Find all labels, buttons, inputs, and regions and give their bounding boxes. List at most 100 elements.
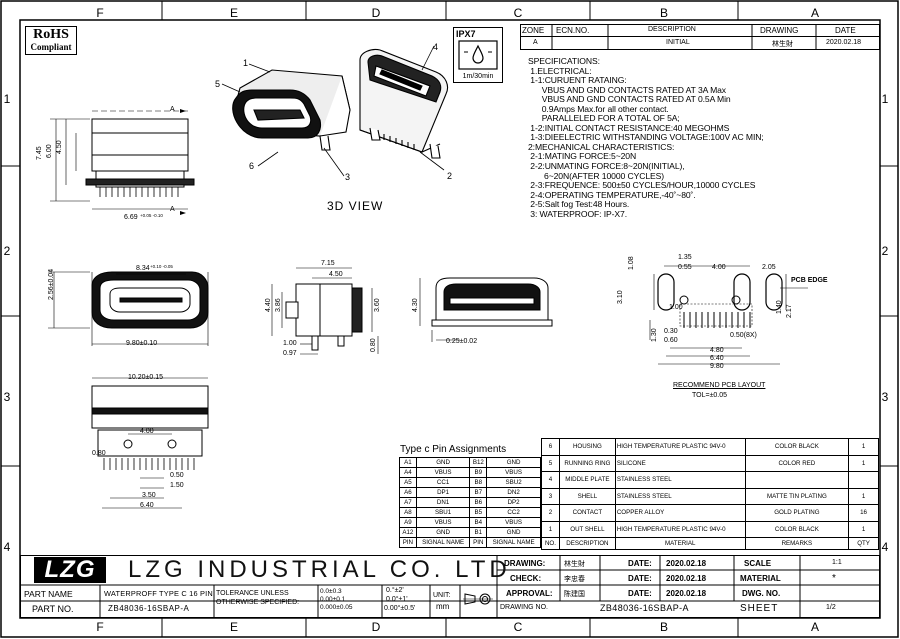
bom-cell: HIGH TEMPERATURE PLASTIC 94V-0 xyxy=(614,520,746,538)
rev-header-ecn: ECN.NO. xyxy=(556,26,590,35)
dim-side-b2: 0.97 xyxy=(283,350,297,357)
bom-cell: SHELL xyxy=(558,487,616,505)
bom-cell: 6 xyxy=(541,438,560,456)
dim-front-width: 6.69 xyxy=(124,214,138,221)
part-no-label: PART NO. xyxy=(32,604,74,614)
zone-col-a: A xyxy=(810,6,819,20)
view-label: 3D VIEW xyxy=(327,199,384,213)
bom-cell: MIDDLE PLATE xyxy=(558,471,616,489)
pin-cell: B1 xyxy=(469,527,488,538)
pcb-dim-14: 9.80 xyxy=(710,363,724,370)
zone-col-e: E xyxy=(229,6,238,20)
spec-line: 2-1:MATING FORCE:5~20N xyxy=(528,151,637,162)
pin-cell: VBUS xyxy=(486,517,541,528)
scale-value: 1:1 xyxy=(832,559,842,566)
spec-line: 1.ELECTRICAL: xyxy=(528,65,592,76)
pin-cell: B5 xyxy=(469,507,488,518)
bom-cell: 3 xyxy=(541,487,560,505)
zone-row-3-right: 3 xyxy=(881,390,889,404)
dim-front-height-mid: 6.00 xyxy=(46,144,53,158)
zone-row-4-right: 4 xyxy=(881,540,889,554)
dim-side-len: 7.15 xyxy=(321,260,335,267)
pcb-dim-13: 6.40 xyxy=(710,355,724,362)
bom-cell: 1 xyxy=(848,520,879,538)
dim-top-pitch: 4.00 xyxy=(140,428,154,435)
check-label: CHECK: xyxy=(510,574,542,583)
pin-cell: CC2 xyxy=(486,507,541,518)
dim-front-height-inner: 4.50 xyxy=(56,140,63,154)
bom-cell: STAINLESS STEEL xyxy=(614,471,746,489)
bom-cell: 1 xyxy=(848,454,879,472)
bom-cell: SILICONE xyxy=(614,454,746,472)
bom-cell: 2 xyxy=(541,504,560,522)
pin-header-cell: PIN xyxy=(469,537,488,548)
dim-body-width: 9.80±0.10 xyxy=(126,340,158,347)
callout-2: 2 xyxy=(447,171,453,181)
bom-cell: 16 xyxy=(848,504,879,522)
pin-cell: B6 xyxy=(469,497,488,508)
spec-line: 3: WATERPROOF: IP-X7. xyxy=(528,208,628,219)
spec-line: 0.9Amps Max.for all other contact. xyxy=(528,103,669,114)
spec-line: 2:MECHANICAL CHARACTERISTICS: xyxy=(528,141,675,152)
opening-view xyxy=(48,271,209,346)
pcb-dim-6: 3.10 xyxy=(617,290,624,304)
ipx-code: IPX7 xyxy=(456,29,476,39)
dim-side-h1: 4.40 xyxy=(265,298,272,312)
bom-cell: OUT SHELL xyxy=(558,520,616,538)
bom-cell: MATTE TIN PLATING xyxy=(744,487,850,505)
pin-header-cell: PIN xyxy=(399,537,417,548)
pcb-dim-5: 1.08 xyxy=(628,256,635,270)
bom-cell: COLOR BLACK xyxy=(744,438,850,456)
tolerance-3: 0.000±0.05 xyxy=(320,604,353,611)
zone-col-d-bottom: D xyxy=(371,620,381,634)
pin-cell: B9 xyxy=(469,467,488,478)
pcb-dim-10: 1.30 xyxy=(651,328,658,342)
front-elevation-view xyxy=(50,109,195,215)
dim-side-b3: 0.80 xyxy=(370,338,377,352)
zone-row-1: 1 xyxy=(3,92,11,106)
dim-side-h2: 3.86 xyxy=(275,298,282,312)
date-3: 2020.02.18 xyxy=(666,589,707,598)
dim-opening-height: 2.56±0.04 xyxy=(48,268,55,300)
pin-cell: SBU1 xyxy=(415,507,471,518)
dim-rear-b: 0.25±0.02 xyxy=(446,338,478,345)
spec-line: SPECIFICATIONS: xyxy=(528,56,600,66)
zone-col-f: F xyxy=(96,6,104,20)
spec-line: 1-2:INITIAL CONTACT RESISTANCE:40 MEGOHM… xyxy=(528,122,730,133)
rev-header-date: DATE xyxy=(835,26,856,35)
pin-cell: GND xyxy=(486,457,541,468)
zone-col-d: D xyxy=(371,6,381,20)
zone-col-b: B xyxy=(659,6,668,20)
dim-top-p2: 0.50 xyxy=(170,472,184,479)
pin-cell: DN2 xyxy=(486,487,541,498)
pin-cell: DN1 xyxy=(415,497,471,508)
spec-line: 2-4:OPERATING TEMPERATURE,-40˚~80˚. xyxy=(528,189,696,200)
pin-cell: A7 xyxy=(399,497,417,508)
sheet-value: 1/2 xyxy=(826,604,836,611)
bom-header-cell: MATERIAL xyxy=(614,537,746,550)
rev-header-zone: ZONE xyxy=(522,26,545,35)
tolerance-1: 0.0±0.3 xyxy=(320,588,342,595)
tolerance-label-1: TOLERANCE UNLESS xyxy=(216,590,289,597)
pin-cell: GND xyxy=(415,457,471,468)
part-no: ZB48036-16SBAP-A xyxy=(108,604,190,613)
tolerance-label-2: OTHERWISE SPECIFIED: xyxy=(216,599,300,606)
dim-top-width: 10.20±0.15 xyxy=(128,374,163,381)
pin-cell: B8 xyxy=(469,477,488,488)
dim-opening-width-tol: +0.10 -0.05 xyxy=(150,264,173,269)
ipx-caption: 1m/30min xyxy=(462,73,494,80)
tolerance-2: 0.00±0.1 xyxy=(320,596,346,603)
rohs-title: RoHS xyxy=(33,27,69,42)
zone-col-e-bottom: E xyxy=(229,620,238,634)
revision-block: ZONE ECN.NO. DESCRIPTION DRAWING DATE A … xyxy=(520,24,880,50)
bottom-view xyxy=(91,377,209,509)
